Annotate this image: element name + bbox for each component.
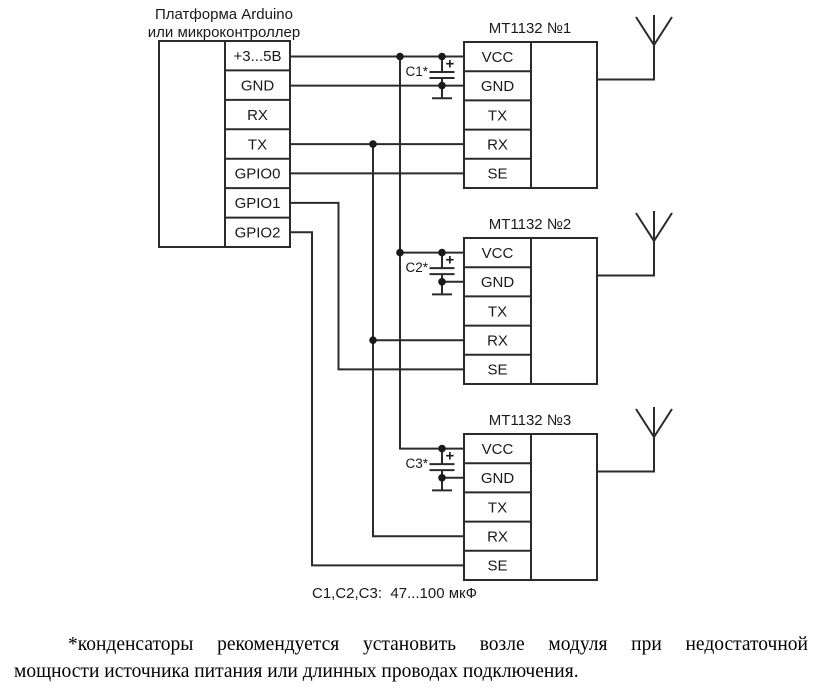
capacitor-c2: + C2* xyxy=(405,252,455,296)
module-3-title: MT1132 №3 xyxy=(489,412,572,429)
footnote: *конденсаторы рекомендуется установить в… xyxy=(14,631,808,685)
wires xyxy=(290,55,464,567)
junction-dot xyxy=(369,140,377,148)
capacitor-c3: + C3* xyxy=(405,448,455,492)
module-2-pin-vcc: VCC xyxy=(482,245,514,262)
junction-dot xyxy=(438,444,446,453)
cap-polarity-plus: + xyxy=(446,448,455,465)
cap-polarity-plus: + xyxy=(446,252,455,269)
wire-gpio1-to-se2 xyxy=(290,201,464,371)
cap-label-c1: C1* xyxy=(405,64,428,79)
antenna-feed-wire xyxy=(597,45,655,81)
wire-gpio2-to-se3 xyxy=(290,231,464,567)
module-2-pin-tx: TX xyxy=(488,303,507,320)
arduino-pin-gnd: GND xyxy=(241,77,275,94)
antenna-2-icon xyxy=(597,211,673,277)
arduino-pin-vcc: +3...5В xyxy=(234,48,282,65)
module-1-pin-gnd: GND xyxy=(481,78,515,95)
module-2-title: MT1132 №2 xyxy=(489,216,572,233)
module-1-pin-se: SE xyxy=(487,166,507,183)
antenna-1-icon xyxy=(597,15,673,81)
arduino-pin-gpio1: GPIO1 xyxy=(235,195,281,212)
arduino-title-line1: Платформа Arduino xyxy=(155,6,293,23)
arduino-pin-tx: TX xyxy=(248,136,267,153)
circuit-schematic: Платформа Arduino или микроконтроллер +3… xyxy=(148,6,673,602)
module-2-pin-se: SE xyxy=(487,362,507,379)
module-3-pin-tx: TX xyxy=(488,499,507,516)
arduino-pin-gpio2: GPIO2 xyxy=(235,225,281,242)
antenna-3-icon xyxy=(597,407,673,473)
capacitor-c1: + C1* xyxy=(405,56,455,100)
arduino-pin-rx: RX xyxy=(247,107,268,124)
footnote-line2: мощности источника питания или длинных п… xyxy=(14,661,579,682)
wire-tx-bus xyxy=(372,144,464,538)
junction-dot xyxy=(438,474,446,482)
cap-label-c3: C3* xyxy=(405,456,428,471)
module-3-pin-vcc: VCC xyxy=(482,441,514,458)
footnote-line1: *конденсаторы рекомендуется установить в… xyxy=(68,634,808,655)
module-3-pin-rx: RX xyxy=(487,529,508,546)
antenna-feed-wire xyxy=(597,241,655,277)
arduino-title-line2: или микроконтроллер xyxy=(148,24,300,41)
module-1-pin-vcc: VCC xyxy=(482,49,514,66)
arduino-block: Платформа Arduino или микроконтроллер +3… xyxy=(148,6,300,248)
module-3-pin-gnd: GND xyxy=(481,470,515,487)
junction-dots xyxy=(369,52,446,482)
junction-dot xyxy=(369,336,377,345)
module-1-pin-rx: RX xyxy=(487,137,508,154)
junction-dot xyxy=(438,52,446,61)
module-2-block: MT1132 №2 VCC GND TX RX SE xyxy=(463,216,598,385)
module-1-title: MT1132 №1 xyxy=(489,20,572,37)
antenna-feed-wire xyxy=(597,437,655,473)
junction-dot xyxy=(438,248,446,257)
cap-label-c2: C2* xyxy=(405,260,428,275)
cap-polarity-plus: + xyxy=(446,56,455,73)
module-3-pin-se: SE xyxy=(487,558,507,575)
module-1-pin-tx: TX xyxy=(488,107,507,124)
junction-dot xyxy=(438,81,446,90)
module-2-pin-rx: RX xyxy=(487,333,508,350)
module-2-pin-gnd: GND xyxy=(481,274,515,291)
module-1-block: MT1132 №1 VCC GND TX RX SE xyxy=(463,20,598,189)
junction-dot xyxy=(438,278,446,286)
module-3-block: MT1132 №3 VCC GND TX RX SE xyxy=(463,412,598,581)
capacitor-value-note: C1,C2,C3: 47...100 мкФ xyxy=(312,585,477,602)
arduino-pin-gpio0: GPIO0 xyxy=(235,166,281,183)
junction-dot xyxy=(396,248,404,257)
junction-dot xyxy=(396,52,404,61)
